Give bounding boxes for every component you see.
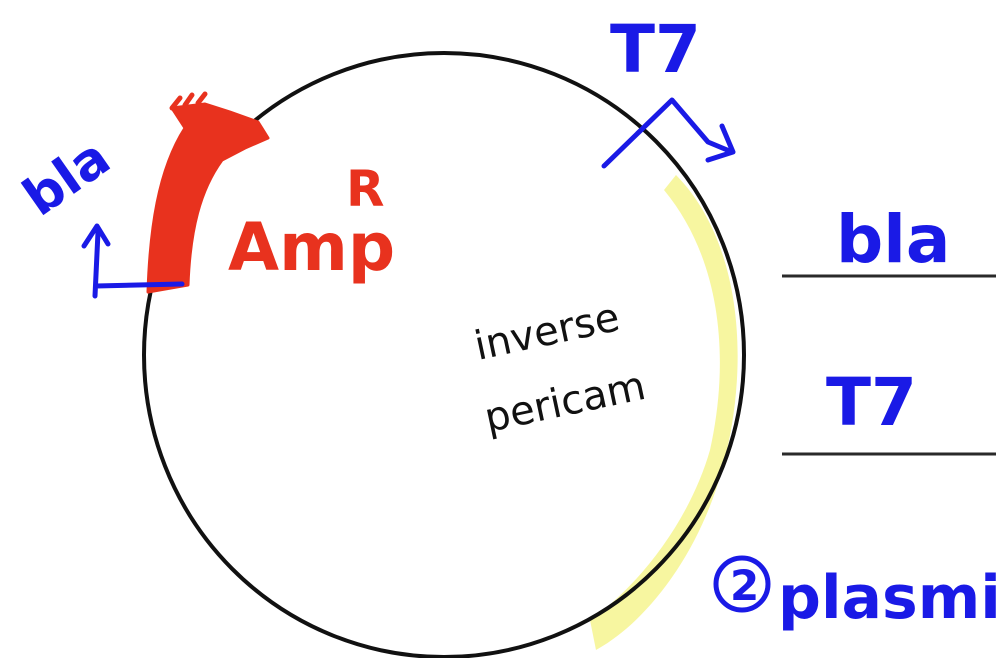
amp-label: Amp <box>228 209 395 286</box>
bla-left-label: bla <box>13 127 121 228</box>
plasmid-circle <box>142 51 746 658</box>
insert-label-line2: pericam <box>481 363 650 442</box>
insert-label-line1: inverse <box>471 294 624 369</box>
table-row1-label: bla <box>836 201 950 278</box>
circled-number-ring <box>713 555 771 613</box>
t7-top-label: T7 <box>610 11 701 88</box>
amp-superscript-label: R <box>346 160 385 218</box>
circled-number-label: 2 <box>730 561 759 610</box>
amp-gene-arrow-icon <box>146 102 270 294</box>
amp-gene-arrow-tips <box>169 91 208 111</box>
plasmid-label: plasmid <box>778 563 996 633</box>
bla-promoter-arrow-icon <box>81 223 185 299</box>
table-row2-label: T7 <box>826 364 917 441</box>
insert-highlight <box>590 175 738 650</box>
t7-promoter-arrow-icon <box>601 97 736 169</box>
